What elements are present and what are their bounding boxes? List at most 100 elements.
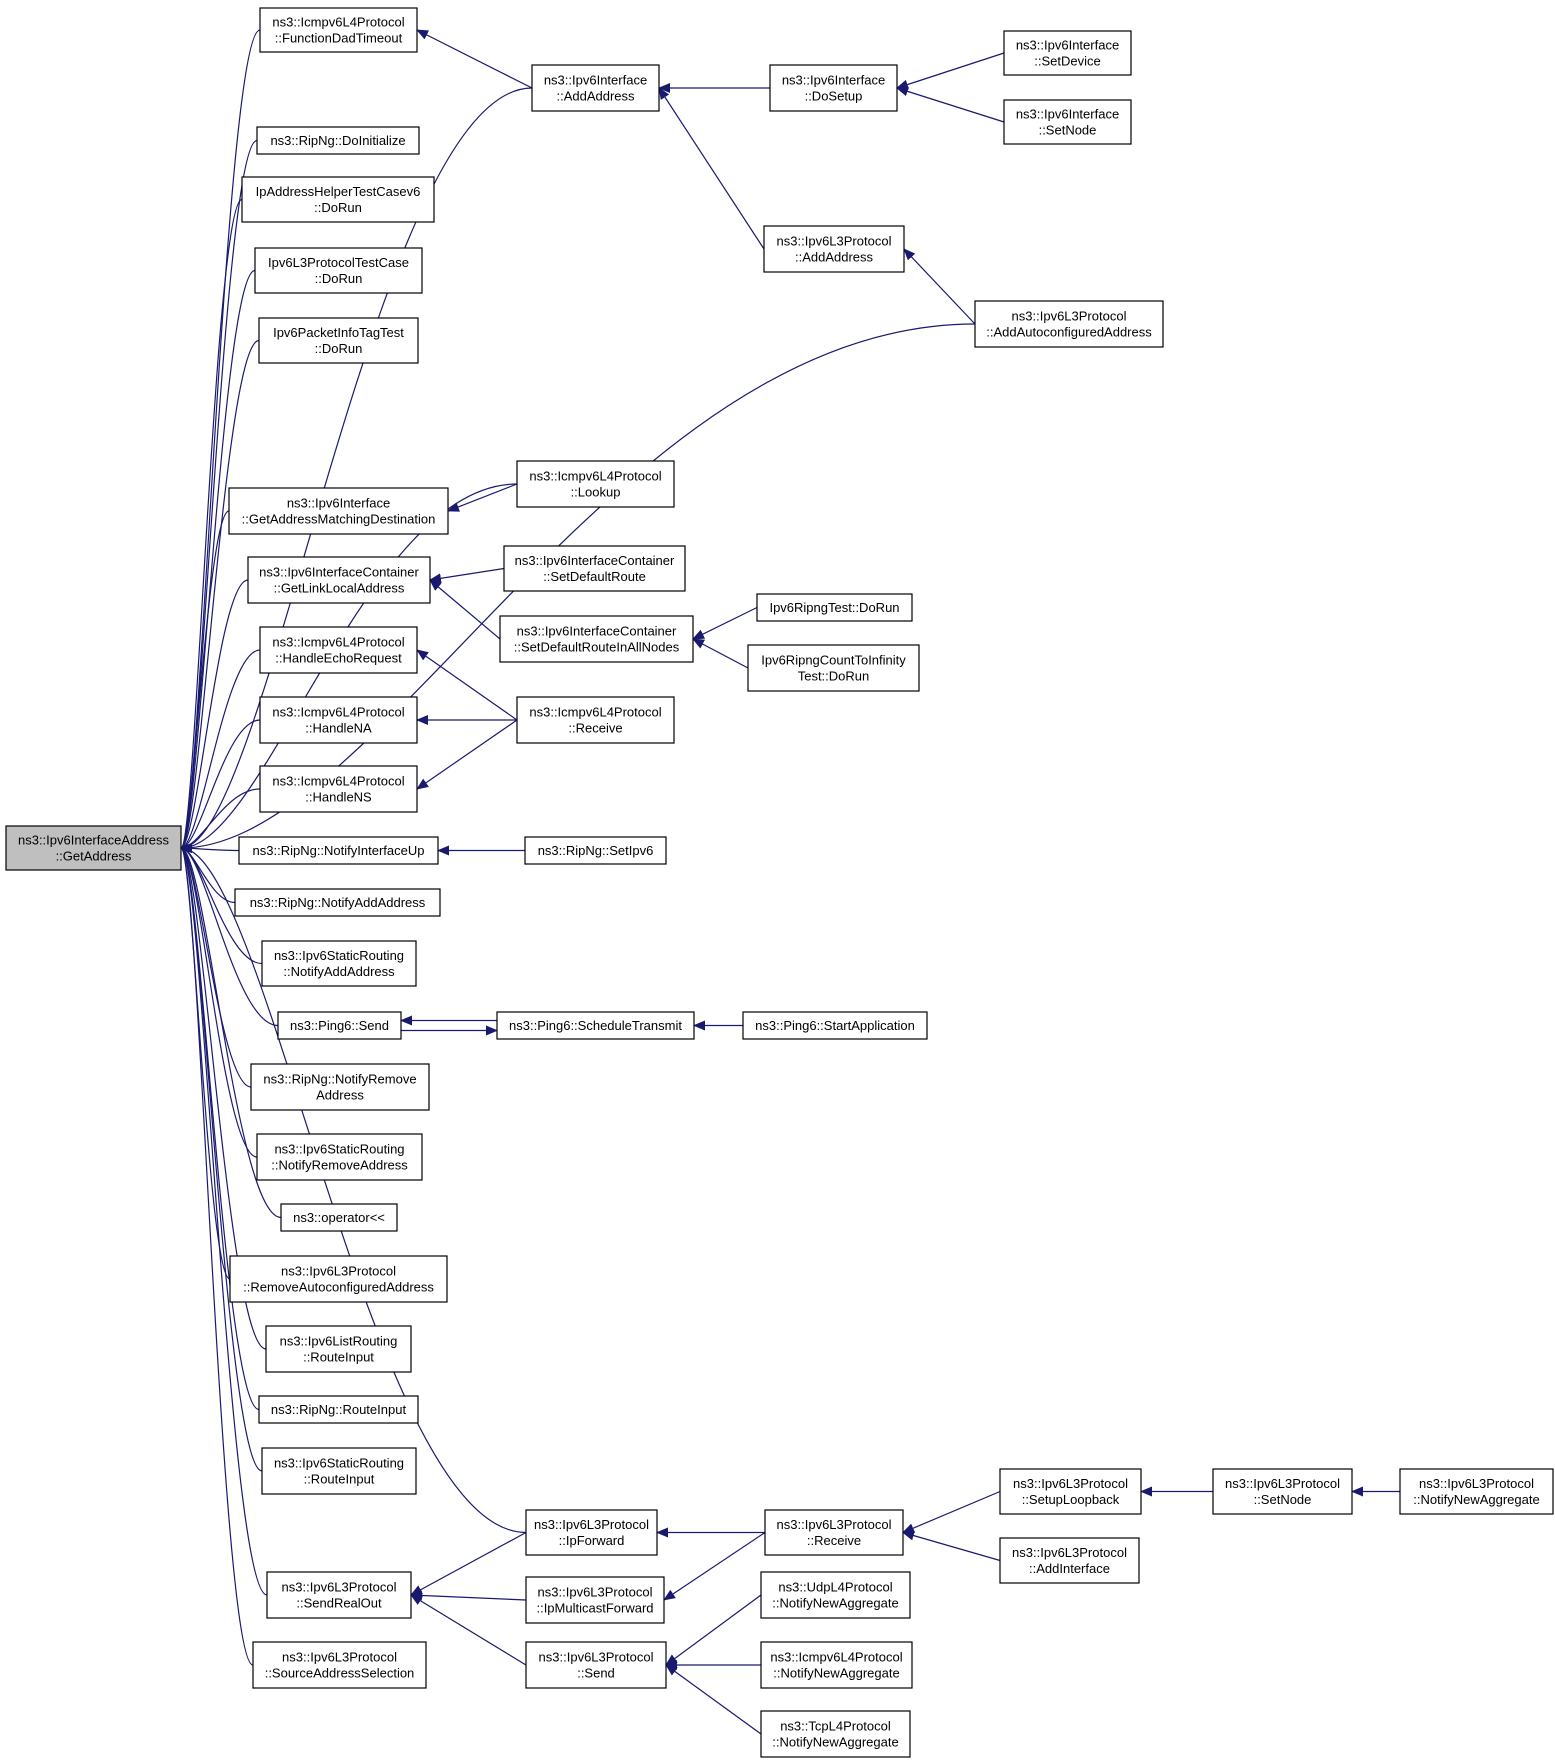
graph-node[interactable]: ns3::operator<< [280, 1203, 398, 1232]
graph-node[interactable]: ns3::Ipv6L3Protocol::SourceAddressSelect… [252, 1641, 427, 1689]
graph-node[interactable]: ns3::RipNg::DoInitialize [256, 126, 420, 155]
graph-node[interactable]: ns3::RipNg::NotifyInterfaceUp [238, 836, 439, 865]
node-label: Ipv6RipngTest::DoRun [769, 600, 899, 615]
graph-node[interactable]: ns3::Ipv6L3Protocol::AddAddress [763, 225, 905, 273]
graph-node[interactable]: ns3::Ipv6InterfaceAddress::GetAddress [5, 825, 182, 871]
graph-node[interactable]: ns3::Ipv6InterfaceContainer::SetDefaultR… [503, 545, 686, 592]
edge-n_iahtest-to-root [180, 198, 243, 853]
node-label: ns3::Ipv6InterfaceContainer [515, 553, 675, 568]
graph-node[interactable]: IpAddressHelperTestCasev6::DoRun [241, 176, 435, 223]
graph-node[interactable]: ns3::Icmpv6L4Protocol::FunctionDadTimeou… [259, 7, 418, 53]
edge-n_ripngtest-to-n_setdefrouteall [692, 606, 758, 640]
node-label: ns3::Ipv6L3Protocol [281, 1264, 396, 1279]
graph-node[interactable]: ns3::Icmpv6L4Protocol::HandleNS [259, 765, 418, 813]
graph-node[interactable]: ns3::Ipv6L3Protocol::IpForward [525, 1509, 658, 1556]
graph-node[interactable]: ns3::Ipv6ListRouting::RouteInput [265, 1325, 412, 1373]
graph-node[interactable]: ns3::Ping6::ScheduleTransmit [496, 1011, 695, 1040]
graph-node[interactable]: ns3::UdpL4Protocol::NotifyNewAggregate [760, 1571, 911, 1619]
node-label: ns3::Ipv6L3Protocol [1012, 309, 1127, 324]
graph-node[interactable]: ns3::Ipv6Interface::SetNode [1003, 99, 1132, 145]
graph-node[interactable]: ns3::Ipv6StaticRouting::NotifyAddAddress [261, 940, 417, 987]
node-label: ::Lookup [571, 485, 621, 500]
edge-n_ipmcast-to-n_sendreal [410, 1590, 527, 1601]
edge-n_addaddr-to-n_fdt [416, 29, 533, 89]
node-label: ns3::Icmpv6L4Protocol [770, 1650, 902, 1665]
node-label: ns3::RipNg::SetIpv6 [538, 843, 654, 858]
graph-node[interactable]: ns3::Ipv6L3Protocol::SetupLoopback [999, 1468, 1142, 1515]
graph-node[interactable]: ns3::Ping6::StartApplication [742, 1011, 928, 1040]
graph-node[interactable]: ns3::RipNg::SetIpv6 [524, 836, 667, 865]
node-label: ::SetNode [1254, 1492, 1312, 1507]
graph-node[interactable]: ns3::RipNg::NotifyAddAddress [234, 888, 441, 917]
graph-node[interactable]: ns3::Ipv6Interface::DoSetup [769, 64, 898, 112]
edges-layer [180, 29, 1400, 1735]
graph-node[interactable]: ns3::Ipv6InterfaceContainer::SetDefaultR… [499, 615, 694, 663]
node-box [525, 1576, 665, 1624]
node-box [277, 1011, 402, 1040]
node-box [259, 765, 418, 813]
graph-node[interactable]: ns3::Ipv6L3Protocol::Send [525, 1641, 667, 1689]
graph-node[interactable]: ns3::Ipv6Interface::GetAddressMatchingDe… [228, 487, 449, 535]
edge-n_pkttag-to-root [180, 339, 260, 853]
edge-n_tcpagg-to-n_l3send [665, 1664, 762, 1735]
graph-node[interactable]: ns3::Ipv6Interface::AddAddress [531, 64, 660, 112]
node-box [241, 176, 435, 223]
node-label: ns3::Ipv6L3Protocol [1012, 1545, 1127, 1560]
node-box [265, 1325, 412, 1373]
graph-node[interactable]: ns3::Icmpv6L4Protocol::HandleNA [259, 696, 418, 744]
graph-node[interactable]: ns3::Ipv6L3Protocol::SetNode [1212, 1468, 1353, 1515]
node-label: ns3::Ipv6L3Protocol [539, 1650, 654, 1665]
graph-node[interactable]: ns3::Icmpv6L4Protocol::NotifyNewAggregat… [760, 1641, 913, 1689]
node-label: ns3::Ipv6L3Protocol [1225, 1476, 1340, 1491]
node-label: ::GetAddress [56, 849, 132, 864]
node-label: Address [316, 1088, 364, 1103]
graph-node[interactable]: ns3::Ipv6L3Protocol::AddAutoconfiguredAd… [974, 300, 1164, 348]
graph-node[interactable]: ns3::Ipv6L3Protocol::RemoveAutoconfigure… [229, 1255, 448, 1303]
graph-node[interactable]: ns3::RipNg::RouteInput [258, 1395, 419, 1424]
node-label: ::HandleNA [305, 721, 372, 736]
graph-node[interactable]: ns3::Ipv6L3Protocol::AddInterface [999, 1537, 1140, 1584]
node-box [763, 225, 905, 273]
node-box [999, 1468, 1142, 1515]
graph-node[interactable]: ns3::Ping6::Send [277, 1011, 402, 1040]
node-label: ::GetAddressMatchingDestination [242, 512, 436, 527]
node-box [499, 615, 694, 663]
graph-node[interactable]: ns3::Icmpv6L4Protocol::Lookup [516, 460, 675, 508]
node-label: ::AddAutoconfiguredAddress [986, 325, 1152, 340]
edge-n_setuplo-to-n_l3recv [902, 1490, 1001, 1534]
graph-node[interactable]: ns3::Ipv6L3Protocol::Receive [764, 1509, 904, 1556]
graph-node[interactable]: ns3::Icmpv6L4Protocol::HandleEchoRequest [259, 626, 418, 674]
node-box [516, 696, 675, 744]
node-box [259, 626, 418, 674]
edge-n_setdefrouteall-to-n_getlinklocal [429, 579, 501, 640]
node-box [256, 126, 420, 155]
graph-node[interactable]: ns3::Ipv6StaticRouting::NotifyRemoveAddr… [256, 1133, 423, 1181]
node-box [247, 556, 431, 604]
graph-node[interactable]: Ipv6L3ProtocolTestCase::DoRun [254, 247, 423, 294]
edge-n_icmprecv-to-n_echoreq [416, 649, 518, 721]
node-label: ::RouteInput [303, 1350, 374, 1365]
node-label: ns3::Ping6::Send [290, 1018, 389, 1033]
node-label: ns3::RipNg::NotifyRemove [263, 1072, 416, 1087]
graph-node[interactable]: ns3::Icmpv6L4Protocol::Receive [516, 696, 675, 744]
edge-n_l3test-to-root [180, 269, 256, 853]
edge-n_setdefroute-to-n_getlinklocal [429, 567, 505, 584]
node-label: ::AddAddress [795, 250, 874, 265]
graph-node[interactable]: ns3::RipNg::NotifyRemoveAddress [250, 1063, 430, 1111]
graph-node[interactable]: ns3::Ipv6L3Protocol::NotifyNewAggregate [1399, 1468, 1554, 1515]
graph-node[interactable]: ns3::TcpL4Protocol::NotifyNewAggregate [760, 1710, 911, 1758]
graph-node[interactable]: Ipv6RipngTest::DoRun [756, 593, 913, 622]
node-box [756, 593, 913, 622]
edge-n_ripngcount-to-n_setdefrouteall [692, 638, 749, 669]
graph-node[interactable]: ns3::Ipv6L3Protocol::IpMulticastForward [525, 1576, 665, 1624]
graph-node[interactable]: ns3::Ipv6Interface::SetDevice [1003, 30, 1132, 76]
node-box [266, 1571, 412, 1619]
graph-node[interactable]: Ipv6PacketInfoTagTest::DoRun [258, 317, 419, 364]
edge-n_setdevice-to-n_dosetup [896, 52, 1005, 90]
node-label: ::AddAddress [556, 89, 635, 104]
graph-node[interactable]: ns3::Ipv6InterfaceContainer::GetLinkLoca… [247, 556, 431, 604]
graph-node[interactable]: ns3::Ipv6L3Protocol::SendRealOut [266, 1571, 412, 1619]
graph-node[interactable]: ns3::Ipv6StaticRouting::RouteInput [261, 1447, 417, 1495]
node-label: Ipv6L3ProtocolTestCase [268, 255, 409, 270]
